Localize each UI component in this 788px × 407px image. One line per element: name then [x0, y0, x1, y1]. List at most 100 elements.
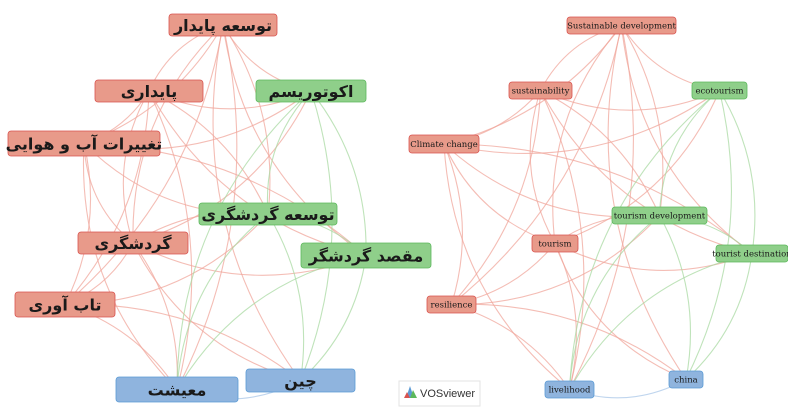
right-node-destination[interactable]: tourist destination — [712, 244, 788, 263]
right-link — [685, 90, 733, 380]
right-node-tourism-dev[interactable]: tourism development — [611, 206, 708, 225]
left-map-nodes: توسعه پایدار پایداری تغییرات آب و هوایی گرد… — [6, 13, 432, 403]
node-box — [77, 231, 189, 255]
right-node-sustainable-dev[interactable]: Sustainable development — [566, 16, 677, 35]
node-box — [245, 368, 356, 393]
vosviewer-brand: VOSviewer — [398, 380, 481, 407]
right-link — [443, 90, 720, 155]
right-link — [658, 90, 720, 216]
left-link — [222, 24, 271, 215]
node-label: sustainability — [512, 87, 570, 97]
node-box — [198, 202, 338, 226]
left-node-china[interactable]: چین — [245, 368, 356, 393]
left-node-climate[interactable]: تغییرات آب و هوایی — [6, 130, 163, 157]
node-box — [531, 234, 579, 253]
node-label: توسعه پایدار — [173, 16, 272, 36]
node-label: چین — [284, 371, 316, 391]
right-link — [568, 90, 720, 390]
left-node-sustainable-dev[interactable]: توسعه پایدار — [168, 13, 278, 37]
node-label: مقصد گردشگر — [308, 246, 423, 265]
node-box — [508, 81, 573, 100]
right-link — [451, 215, 660, 306]
vosviewer-logo-icon — [404, 386, 417, 398]
right-link — [540, 24, 622, 91]
right-link — [621, 25, 720, 92]
right-link — [620, 25, 753, 254]
node-label: Sustainable development — [567, 22, 676, 32]
vosviewer-label: VOSviewer — [420, 388, 475, 400]
right-link — [540, 90, 753, 255]
left-node-destination[interactable]: مقصد گردشگر — [300, 242, 432, 269]
left-link — [266, 90, 312, 215]
right-node-ecotourism[interactable]: ecotourism — [691, 81, 748, 100]
node-label: معیشت — [148, 380, 207, 399]
node-box — [691, 81, 748, 100]
node-label: پایداری — [121, 82, 178, 102]
right-link — [443, 143, 556, 245]
node-label: اکوتوریسم — [269, 82, 354, 101]
node-label: tourism — [538, 240, 571, 250]
left-link — [148, 90, 193, 390]
right-link — [552, 25, 622, 244]
right-node-livelihood[interactable]: livelihood — [544, 380, 595, 399]
left-node-tourism-dev[interactable]: توسعه گردشگری — [198, 202, 338, 226]
left-link — [300, 255, 367, 381]
right-node-resilience[interactable]: resilience — [426, 295, 477, 314]
node-label: tourist destination — [712, 250, 788, 260]
node-box — [168, 13, 278, 37]
left-link — [299, 90, 333, 381]
left-link — [64, 90, 150, 305]
node-label: تاب آوری — [29, 294, 102, 314]
right-node-china[interactable]: china — [668, 370, 704, 389]
right-link — [554, 90, 721, 245]
node-label: china — [674, 376, 698, 386]
right-link — [443, 143, 753, 254]
right-node-climate[interactable]: Climate change — [408, 134, 480, 154]
right-link — [621, 25, 664, 216]
right-link — [719, 90, 756, 254]
left-link — [82, 143, 178, 390]
node-box — [7, 130, 161, 157]
node-label: livelihood — [549, 386, 591, 396]
right-node-tourism[interactable]: tourism — [531, 234, 579, 253]
node-box — [94, 79, 204, 103]
node-label: Climate change — [410, 140, 477, 150]
left-link — [64, 24, 224, 305]
right-link — [569, 252, 753, 390]
left-node-resilience[interactable]: تاب آوری — [14, 291, 116, 318]
left-link — [176, 213, 269, 390]
left-link — [267, 213, 305, 381]
right-link — [451, 303, 570, 390]
node-box — [300, 242, 432, 269]
right-link — [568, 215, 660, 390]
right-link — [685, 253, 753, 380]
left-node-ecotourism[interactable]: اکوتوریسم — [255, 79, 367, 103]
left-link — [148, 90, 269, 215]
left-link — [122, 90, 150, 244]
node-box — [611, 206, 708, 225]
left-link — [176, 90, 312, 390]
right-link — [451, 90, 542, 305]
left-node-sustainability[interactable]: پایداری — [94, 79, 204, 103]
node-box — [544, 380, 595, 399]
node-label: resilience — [431, 301, 473, 311]
node-box — [115, 376, 239, 403]
left-node-tourism[interactable]: گردشگری — [77, 231, 189, 255]
left-link — [132, 242, 301, 382]
left-link — [64, 213, 269, 306]
node-box — [14, 291, 116, 318]
node-box — [715, 244, 788, 263]
node-label: تغییرات آب و هوایی — [6, 133, 163, 153]
node-box — [566, 16, 677, 35]
node-label: ecotourism — [695, 87, 743, 97]
left-link — [310, 90, 367, 256]
left-node-livelihood[interactable]: معیشت — [115, 376, 239, 403]
right-node-sustainability[interactable]: sustainability — [508, 81, 573, 100]
left-link — [132, 24, 224, 244]
node-label: tourism development — [614, 212, 706, 222]
right-link — [451, 303, 687, 380]
right-link — [443, 143, 463, 305]
right-link — [554, 243, 577, 390]
right-link — [540, 90, 585, 390]
